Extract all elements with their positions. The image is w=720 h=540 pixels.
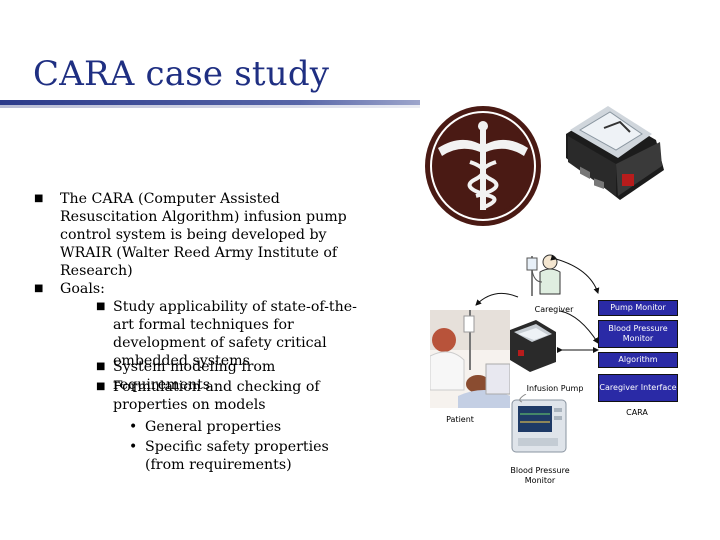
sub-bullet-text: Study applicability of state-of-the-art …	[113, 299, 357, 369]
sub-bullet-text: Formulation and checking of properties o…	[113, 379, 320, 413]
caregiver-interface-box: Caregiver Interface	[598, 374, 678, 402]
patient-arrow	[475, 292, 519, 306]
title-underline-shadow	[0, 105, 545, 108]
pump-monitor-box: Pump Monitor	[598, 300, 678, 316]
square-bullet-icon: ■	[34, 193, 44, 204]
connection-arrows	[550, 255, 600, 353]
sub-sub-bullet-item: • General properties	[129, 418, 360, 436]
patient-photo	[430, 310, 510, 408]
caregiver-label: Caregiver	[534, 305, 574, 314]
blood-pressure-monitor-icon	[511, 394, 567, 453]
bullet-text: The CARA (Computer Assisted Resuscitatio…	[60, 191, 347, 279]
sub-bullet-text: System modeling from requirements	[113, 359, 276, 393]
cara-label: CARA	[626, 408, 648, 417]
blood-pressure-monitor-label: Blood Pressure Monitor	[510, 466, 570, 485]
sub-sub-bullet-item: • Specific safety properties (from requi…	[129, 438, 360, 474]
army-medical-logo	[420, 100, 546, 232]
algorithm-box: Algorithm	[598, 352, 678, 368]
bullet-item: ■ The CARA (Computer Assisted Resuscitat…	[34, 190, 360, 280]
square-bullet-icon: ■	[96, 301, 106, 312]
dot-bullet-icon: •	[129, 439, 138, 455]
dot-bullet-icon: •	[129, 419, 138, 435]
sub-sub-bullet-text: General properties	[145, 419, 282, 435]
infusion-pump-photo	[566, 106, 664, 200]
title-underline	[0, 100, 545, 105]
sub-bullet-item: ■ Study applicability of state-of-the-ar…	[96, 298, 358, 370]
bullet-item: ■ Goals:	[34, 280, 360, 298]
blood-pressure-monitor-box: Blood Pressure Monitor	[598, 320, 678, 348]
slide-title: CARA case study	[33, 54, 330, 94]
infusion-pump-icon	[510, 320, 556, 372]
patient-label: Patient	[446, 415, 474, 424]
infusion-pump-label: Infusion Pump	[526, 384, 584, 393]
bullet-text: Goals:	[60, 281, 105, 297]
pump-to-monitor-arrow	[420, 120, 600, 230]
sub-bullet-item: ■ System modeling from requirements	[96, 358, 358, 394]
square-bullet-icon: ■	[96, 381, 106, 392]
square-bullet-icon: ■	[96, 361, 106, 372]
sub-sub-bullet-text: Specific safety properties (from require…	[145, 439, 329, 473]
square-bullet-icon: ■	[34, 283, 44, 294]
sub-bullet-item: ■ Formulation and checking of properties…	[96, 378, 358, 414]
